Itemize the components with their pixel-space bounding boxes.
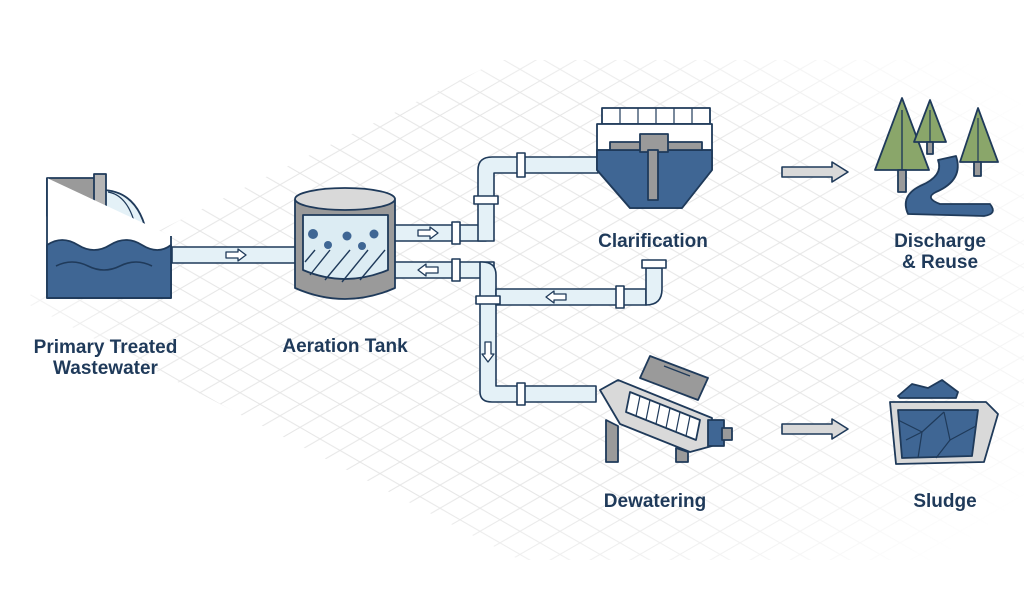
label-line: Clarification [598,231,708,252]
label-clarification: Clarification [578,231,728,252]
pipe-network [171,152,667,406]
sludge-bin-icon [889,379,999,465]
label-line: & Reuse [901,252,979,273]
pipe-riser-to-clarifier [477,156,599,242]
flow-arrow-right [225,248,247,262]
label-line: Sludge [913,491,977,512]
label-line: Dewatering [603,491,707,512]
label-line: Wastewater [53,358,158,379]
label-aeration-tank: Aeration Tank [262,336,428,357]
flow-arrows [225,226,567,363]
label-discharge-reuse: Discharge & Reuse [872,231,1008,273]
label-dewatering: Dewatering [580,491,730,512]
label-line: Discharge [894,231,986,252]
label-primary-treated-wastewater: Primary Treated Wastewater [18,337,193,379]
arrow-to-sludge [781,418,849,440]
pipe-return-in [393,261,495,279]
flow-arrow-left [545,290,567,304]
trees-river-icon [874,97,999,217]
flow-arrow-left [417,263,439,277]
pipe-return-elbow [645,267,663,306]
label-sludge: Sludge [890,491,1000,512]
arrow-to-discharge [781,161,849,183]
stage-arrows [781,161,849,440]
flow-arrow-right [417,226,439,240]
pipe-down-to-dewatering [479,261,597,403]
clarifier-icon [596,107,713,209]
pipe-aeration-out [393,224,487,242]
label-line: Primary Treated [33,337,178,358]
label-line: Aeration Tank [282,336,408,357]
screw-press-icon [599,355,733,463]
aeration-tank-icon [294,187,396,300]
flow-arrow-down [481,341,495,363]
wastewater-basin-icon [46,173,172,299]
